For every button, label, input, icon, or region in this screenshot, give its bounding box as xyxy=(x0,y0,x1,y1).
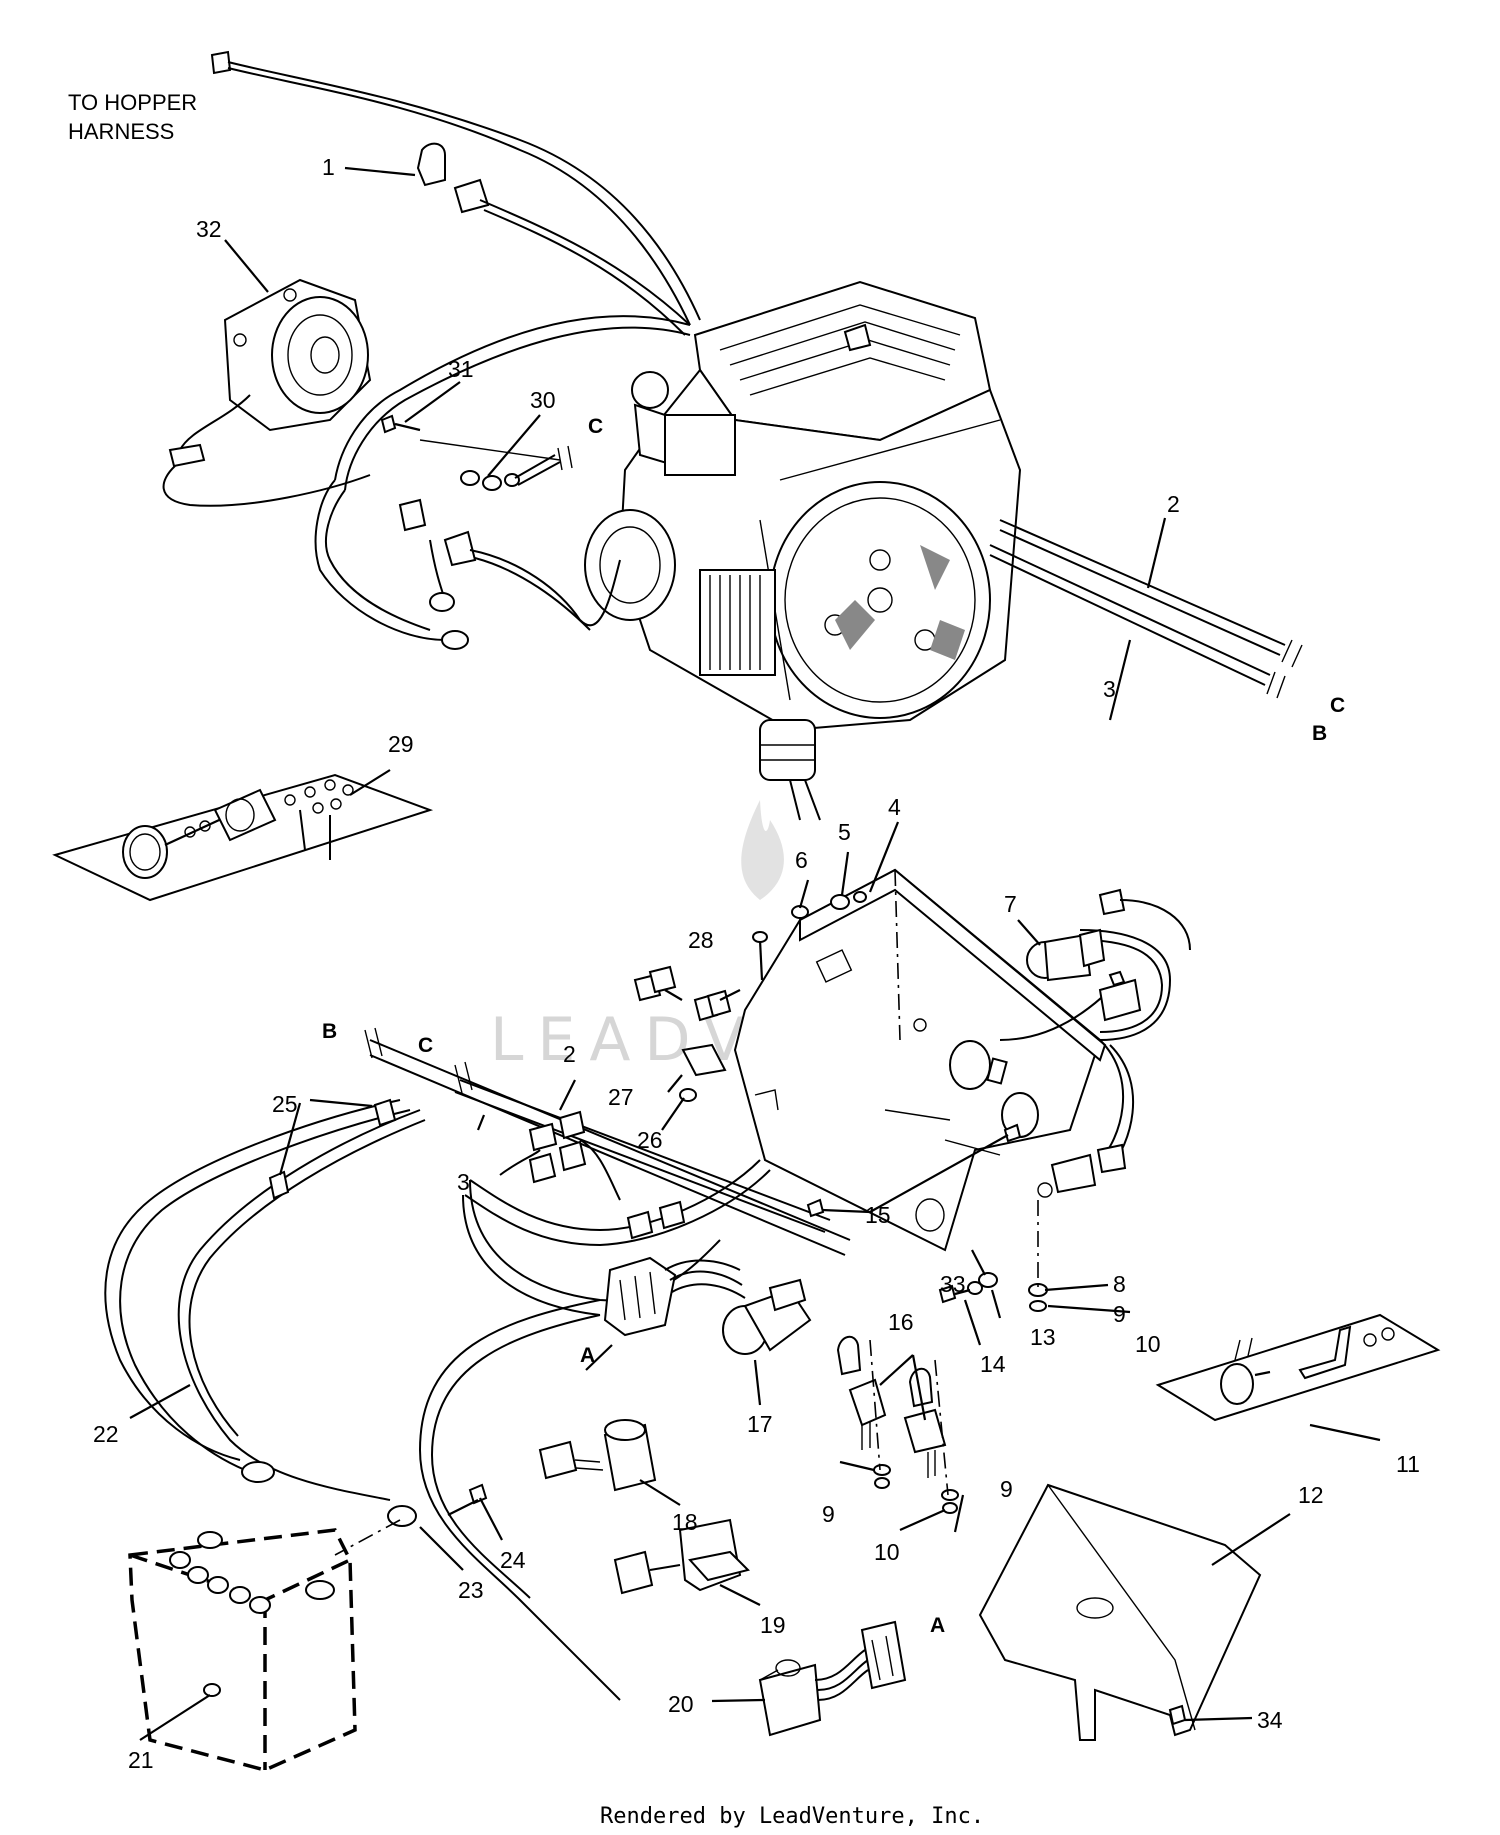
interlock-19 xyxy=(613,1518,750,1595)
callout-2: 2 xyxy=(563,1041,576,1067)
callout-26: 26 xyxy=(637,1127,663,1153)
callout-16: 16 xyxy=(888,1309,914,1335)
callout-33: 33 xyxy=(940,1271,966,1297)
callout-13: 13 xyxy=(1030,1324,1056,1350)
marker-c-top: C xyxy=(588,415,603,438)
callout-9: 9 xyxy=(822,1501,835,1527)
warning-lamp xyxy=(722,1278,812,1355)
callout-7: 7 xyxy=(1004,891,1017,917)
callout-32: 32 xyxy=(196,216,222,242)
callout-2: 2 xyxy=(1167,491,1180,517)
light-kit-29 xyxy=(52,773,434,902)
callout-8: 8 xyxy=(1113,1271,1126,1297)
engine xyxy=(584,280,1022,821)
callout-19: 19 xyxy=(760,1612,786,1638)
dash-panel xyxy=(733,868,1107,1252)
dash-harness xyxy=(999,888,1191,1198)
marker-a-bottom: A xyxy=(930,1614,945,1637)
callout-31: 31 xyxy=(448,356,474,382)
callout-12: 12 xyxy=(1298,1482,1324,1508)
callout-30: 30 xyxy=(530,387,556,413)
callout-5: 5 xyxy=(838,819,851,845)
callout-3: 3 xyxy=(1103,676,1116,702)
marker-c-right: C xyxy=(1330,694,1345,717)
callout-9: 9 xyxy=(1113,1301,1126,1327)
connection-markers: C C B B C A A xyxy=(322,415,1345,1637)
battery-cables-upper xyxy=(989,519,1303,699)
top-harness xyxy=(210,50,701,650)
callout-14: 14 xyxy=(980,1351,1006,1377)
light-kit-11 xyxy=(1155,1313,1441,1422)
fastener-13-14-33 xyxy=(806,1123,1022,1304)
note-line-2: HARNESS xyxy=(68,119,174,144)
marker-a-left: A xyxy=(580,1344,595,1367)
main-harness xyxy=(364,1027,851,1701)
ground-hardware xyxy=(380,414,573,491)
callout-9: 9 xyxy=(1000,1476,1013,1502)
callout-11: 11 xyxy=(1396,1451,1420,1477)
callout-34: 34 xyxy=(1257,1707,1283,1733)
module-20 xyxy=(758,1620,907,1737)
note-line-1: TO HOPPER xyxy=(68,90,197,115)
callout-27: 27 xyxy=(608,1084,634,1110)
callout-23: 23 xyxy=(458,1577,484,1603)
seat-switches xyxy=(836,1335,959,1514)
callout-17: 17 xyxy=(747,1411,773,1437)
callout-labels: 1 2 2 3 3 4 5 6 7 8 9 9 9 10 10 11 12 13… xyxy=(93,154,1420,1773)
electric-clutch xyxy=(162,278,372,507)
callout-10: 10 xyxy=(874,1539,900,1565)
callout-10: 10 xyxy=(1135,1331,1161,1357)
switch-8-hardware xyxy=(1028,1200,1048,1312)
battery-cables-lower xyxy=(104,1098,488,1556)
callout-20: 20 xyxy=(668,1691,694,1717)
cover-12 xyxy=(978,1483,1262,1741)
marker-b-right: B xyxy=(1312,722,1327,745)
callout-1: 1 xyxy=(322,154,335,180)
callout-25: 25 xyxy=(272,1091,298,1117)
ignition-switch xyxy=(1026,928,1106,982)
callout-22: 22 xyxy=(93,1421,119,1447)
leader-lines xyxy=(129,166,1381,1741)
relay-18 xyxy=(538,1419,657,1492)
callout-18: 18 xyxy=(672,1509,698,1535)
callout-24: 24 xyxy=(500,1547,526,1573)
callout-21: 21 xyxy=(128,1747,154,1773)
battery xyxy=(128,1528,357,1772)
note-to-hopper: TO HOPPER HARNESS xyxy=(68,90,197,144)
marker-c-left: C xyxy=(418,1034,433,1057)
mount-hardware-4-5-6 xyxy=(791,869,901,1041)
callout-3: 3 xyxy=(457,1169,470,1195)
callout-29: 29 xyxy=(388,731,414,757)
clip-hardware xyxy=(633,931,768,1102)
marker-b-left: B xyxy=(322,1020,337,1043)
callout-6: 6 xyxy=(795,847,808,873)
callout-4: 4 xyxy=(888,794,901,820)
callout-28: 28 xyxy=(688,927,714,953)
callout-15: 15 xyxy=(865,1202,891,1228)
footer-credit: Rendered by LeadVenture, Inc. xyxy=(600,1804,984,1829)
